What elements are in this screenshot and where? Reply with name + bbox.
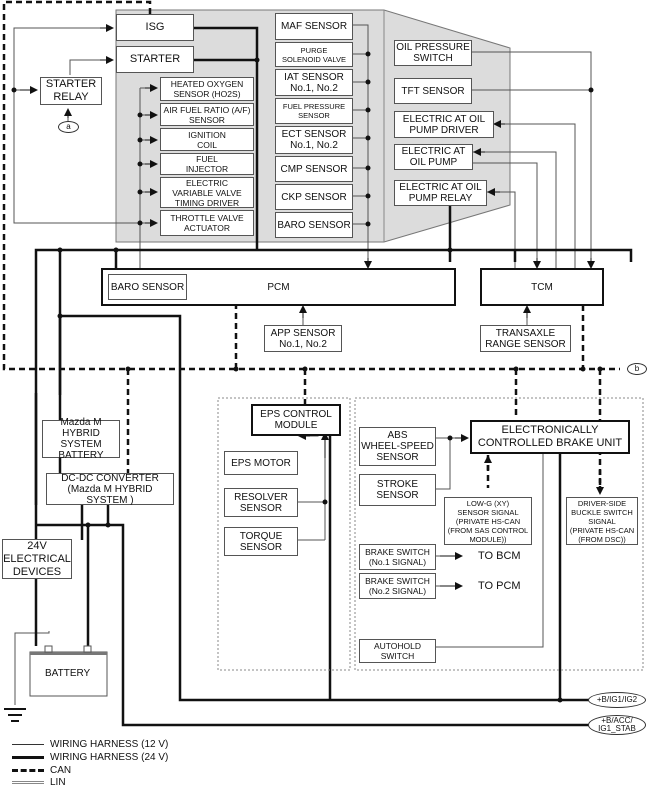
- thick-line-icon: [12, 755, 44, 759]
- vvt-driver-box: ELECTRIC VARIABLE VALVE TIMING DRIVER: [160, 177, 254, 208]
- torque-sensor-box: TORQUE SENSOR: [224, 527, 298, 556]
- iat-sensor-box: IAT SENSOR No.1, No.2: [275, 69, 353, 96]
- transaxle-range-sensor-box: TRANSAXLE RANGE SENSOR: [480, 325, 571, 352]
- starter-relay-box: STARTER RELAY: [40, 77, 102, 105]
- tft-sensor-box: TFT SENSOR: [394, 78, 472, 104]
- autohold-switch-box: AUTOHOLD SWITCH: [359, 639, 436, 663]
- legend-label: WIRING HARNESS (12 V): [50, 738, 169, 750]
- cmp-sensor-box: CMP SENSOR: [275, 156, 353, 182]
- battery-label: BATTERY: [45, 668, 91, 679]
- legend-label: WIRING HARNESS (24 V): [50, 751, 169, 763]
- legend-item-12v: WIRING HARNESS (12 V): [12, 738, 168, 750]
- dashed-line-icon: [12, 768, 44, 772]
- baro-sensor-engine-box: BARO SENSOR: [275, 212, 353, 238]
- to-bcm-label: TO BCM: [478, 550, 521, 562]
- junction-dots: [11, 51, 603, 703]
- brake-group-frame: [354, 397, 644, 671]
- oil-pump-relay-box: ELECTRIC AT OIL PUMP RELAY: [394, 180, 487, 206]
- hybrid-battery-box: Mazda M HYBRID SYSTEM BATTERY: [42, 417, 120, 461]
- terminal-b: b: [627, 363, 647, 375]
- ho2s-box: HEATED OXYGEN SENSOR (HO2S): [160, 77, 254, 101]
- oil-pump-driver-box: ELECTRIC AT OIL PUMP DRIVER: [394, 111, 494, 138]
- maf-sensor-box: MAF SENSOR: [275, 13, 353, 40]
- resolver-sensor-box: RESOLVER SENSOR: [224, 488, 298, 517]
- double-line-icon: [12, 780, 44, 784]
- terminal-stab: +B/ACC/ IG1_STAB: [588, 715, 646, 735]
- legend-item-24v: WIRING HARNESS (24 V): [12, 751, 168, 763]
- eps-group-frame: [217, 397, 351, 671]
- tcm-box: TCM: [480, 268, 604, 306]
- buckle-switch-signal-box: DRIVER-SIDE BUCKLE SWITCH SIGNAL (PRIVAT…: [566, 497, 638, 545]
- brake-switch-1-box: BRAKE SWITCH (No.1 SIGNAL): [359, 544, 436, 570]
- stroke-sensor-box: STROKE SENSOR: [359, 474, 436, 506]
- pcm-baro-sensor-box: BARO SENSOR: [108, 274, 187, 300]
- eps-motor-box: EPS MOTOR: [224, 451, 298, 475]
- app-sensor-box: APP SENSOR No.1, No.2: [264, 325, 342, 352]
- isg-box: ISG: [116, 14, 194, 41]
- brake-unit-box: ELECTRONICALLY CONTROLLED BRAKE UNIT: [470, 420, 630, 454]
- starter-box: STARTER: [116, 46, 194, 73]
- dcdc-converter-box: DC-DC CONVERTER (Mazda M HYBRID SYSTEM ): [46, 473, 174, 506]
- battery-shape: [29, 645, 108, 697]
- abs-wheel-speed-sensor-box: ABS WHEEL-SPEED SENSOR: [359, 427, 436, 466]
- legend-item-lin: LIN: [12, 776, 66, 788]
- fuel-injector-box: FUEL INJECTOR: [160, 153, 254, 175]
- legend-item-can: CAN: [12, 764, 71, 776]
- thin-line-icon: [12, 743, 44, 745]
- legend-label: LIN: [50, 776, 66, 788]
- purge-valve-box: PURGE SOLENOID VALVE: [275, 42, 353, 67]
- ect-sensor-box: ECT SENSOR No.1, No.2: [275, 126, 353, 154]
- terminal-ig2: +B/IG1/IG2: [588, 692, 646, 708]
- throttle-valve-box: THROTTLE VALVE ACTUATOR: [160, 210, 254, 236]
- eps-control-module-box: EPS CONTROL MODULE: [251, 404, 341, 436]
- af-sensor-box: AIR FUEL RATIO (A/F) SENSOR: [160, 103, 254, 126]
- oil-pump-box: ELECTRIC AT OIL PUMP: [394, 144, 473, 170]
- devices-24v-box: 24V ELECTRICAL DEVICES: [2, 539, 72, 579]
- pcm-label: PCM: [267, 281, 290, 293]
- ignition-coil-box: IGNITION COIL: [160, 128, 254, 151]
- low-g-signal-box: LOW-G (XY) SENSOR SIGNAL (PRIVATE HS-CAN…: [444, 497, 532, 545]
- legend-label: CAN: [50, 764, 72, 776]
- brake-switch-2-box: BRAKE SWITCH (No.2 SIGNAL): [359, 573, 436, 599]
- ckp-sensor-box: CKP SENSOR: [275, 184, 353, 210]
- terminal-a: a: [58, 121, 79, 133]
- ground-icon: [4, 708, 26, 722]
- can-bus-top: [2, 0, 620, 371]
- fuel-pressure-sensor-box: FUEL PRESSURE SENSOR: [275, 98, 353, 124]
- oil-pressure-switch-box: OIL PRESSURE SWITCH: [394, 40, 472, 66]
- to-pcm-label: TO PCM: [478, 580, 521, 592]
